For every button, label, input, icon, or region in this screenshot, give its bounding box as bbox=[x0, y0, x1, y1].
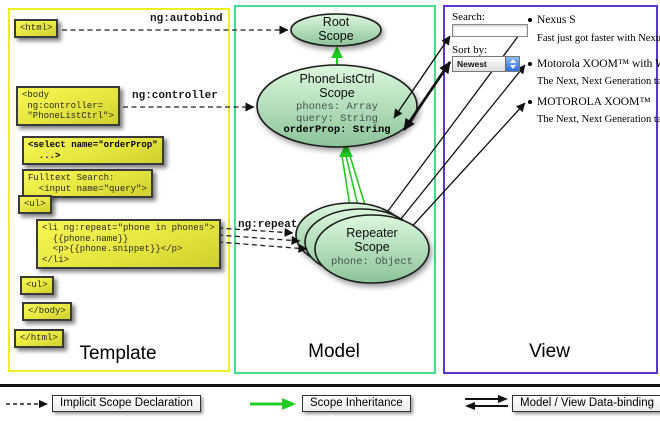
legend-scope-inheritance: Scope Inheritance bbox=[302, 395, 411, 412]
code-ul-close: <ul> bbox=[20, 276, 54, 295]
code-body-open: <body ng:controller= "PhoneListCtrl"> bbox=[16, 86, 120, 126]
model-column bbox=[234, 5, 436, 374]
sort-dropdown[interactable]: Newest bbox=[452, 56, 520, 72]
model-view-databinding-arrow-icon bbox=[465, 395, 508, 410]
legend-implicit-scope-declaration: Implicit Scope Declaration bbox=[52, 395, 201, 412]
legend-separator-line bbox=[0, 384, 660, 387]
root-scope-title: Root Scope bbox=[318, 15, 354, 43]
code-fulltext-search: Fulltext Search: <input name="query"> bbox=[22, 169, 153, 198]
view-column-title: View bbox=[529, 341, 570, 362]
scope-inheritance-arrow-icon bbox=[250, 398, 296, 410]
phonelistctrl-orderprop: orderProp: String bbox=[283, 124, 391, 136]
ng-autobind-label: ng:autobind bbox=[150, 13, 223, 25]
implicit-scope-declaration-arrow-icon bbox=[6, 400, 48, 408]
code-body-close: </body> bbox=[22, 302, 72, 321]
ng-repeat-label: ng:repeat bbox=[238, 219, 298, 231]
ng-controller-label: ng:controller bbox=[132, 90, 218, 102]
phone-item-name: Nexus S bbox=[537, 14, 576, 26]
code-ul-open: <ul> bbox=[18, 195, 52, 214]
repeater-scope-prop: phone: Object bbox=[331, 256, 413, 268]
dropdown-stepper-icon bbox=[505, 57, 519, 71]
phone-item-name: MOTOROLA XOOM™ bbox=[537, 96, 651, 108]
bullet-icon bbox=[528, 62, 532, 66]
phone-item-name: Motorola XOOM™ with Wi-Fi bbox=[537, 58, 660, 70]
phone-item-snippet: The Next, Next Generation tablet. bbox=[537, 76, 660, 87]
code-html-open: <html> bbox=[14, 19, 59, 38]
sort-dropdown-value: Newest bbox=[457, 59, 487, 69]
code-html-close: </html> bbox=[14, 329, 64, 348]
phone-item-snippet: The Next, Next Generation tablet. bbox=[537, 114, 660, 125]
code-li-repeat: <li ng:repeat="phone in phones"> {{phone… bbox=[36, 219, 221, 269]
bullet-icon bbox=[528, 18, 532, 22]
code-select: <select name="orderProp" ...> bbox=[22, 136, 164, 165]
phonelistctrl-scope-props: phones: Array query: String bbox=[296, 101, 378, 125]
legend-model-view-databinding: Model / View Data-binding bbox=[512, 395, 660, 412]
template-column-title: Template bbox=[79, 343, 157, 364]
sort-by-label: Sort by: bbox=[452, 44, 488, 56]
phonelistctrl-scope-title: PhoneListCtrl Scope bbox=[299, 72, 375, 100]
repeater-scope-title: Repeater Scope bbox=[346, 226, 398, 254]
search-input[interactable] bbox=[452, 24, 528, 37]
model-column-title: Model bbox=[308, 341, 360, 362]
bullet-icon bbox=[528, 100, 532, 104]
search-label: Search: bbox=[452, 11, 485, 23]
phone-item-snippet: Fast just got faster with Nexus S. bbox=[537, 33, 660, 44]
